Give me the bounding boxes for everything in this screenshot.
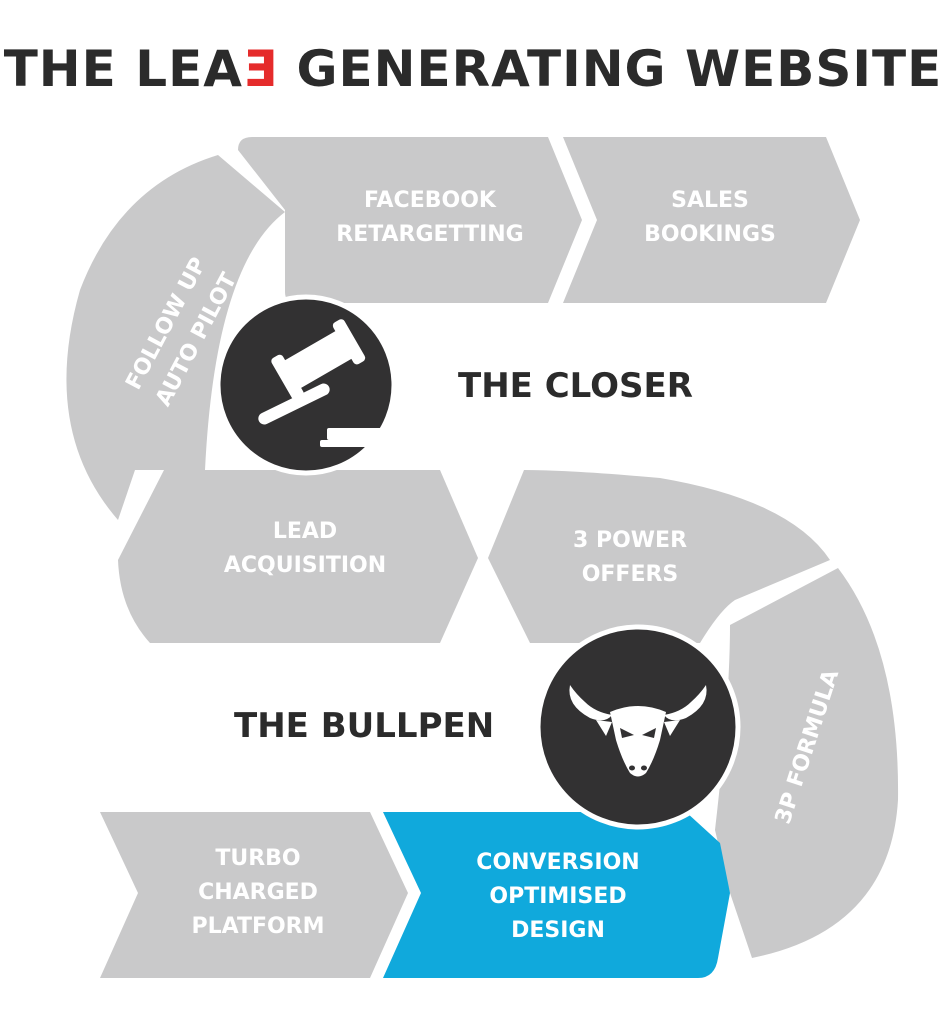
label-line: CONVERSION (476, 850, 640, 875)
label-line: BOOKINGS (644, 222, 776, 247)
label-line: 3 POWER (572, 528, 688, 553)
label-line: FACEBOOK (364, 188, 496, 213)
label-line: RETARGETTING (336, 222, 524, 247)
segment-3p-formula (715, 568, 899, 958)
label-line: PLATFORM (191, 914, 325, 939)
label-line: OFFERS (581, 562, 679, 587)
label-line: OPTIMISED (489, 884, 627, 909)
segment-turbo-charged-platform (100, 812, 408, 978)
title-prefix: THE LEA (3, 40, 243, 98)
label-lead-acquisition: LEAD ACQUISITION (205, 515, 405, 583)
label-line: ACQUISITION (223, 553, 387, 578)
label-line: LEAD (272, 519, 338, 544)
label-turbo-charged-platform: TURBO CHARGED PLATFORM (158, 842, 358, 944)
label-facebook-retargetting: FACEBOOK RETARGETTING (330, 184, 530, 252)
label-conversion-optimised-design: CONVERSION OPTIMISED DESIGN (448, 846, 668, 948)
segment-conversion-optimised-design (383, 812, 730, 978)
gavel-icon (258, 319, 390, 447)
label-line: SALES (671, 188, 749, 213)
title-accent-letter: Ǝ (242, 40, 279, 98)
label-3-power-offers: 3 POWER OFFERS (530, 524, 730, 592)
segment-facebook-retargetting (238, 137, 582, 303)
title-suffix: GENERATING WEBSITE (278, 40, 943, 98)
section-label-closer: THE CLOSER (458, 366, 693, 406)
bull-head-icon (569, 685, 707, 777)
label-sales-bookings: SALES BOOKINGS (610, 184, 810, 252)
segment-follow-up-auto-pilot (66, 155, 285, 520)
segment-lead-acquisition (118, 470, 478, 643)
section-label-bullpen: THE BULLPEN (234, 706, 495, 746)
label-line: TURBO (215, 846, 301, 871)
segment-3-power-offers (488, 470, 830, 643)
label-line: DESIGN (511, 918, 605, 943)
page-title: THE LEAƎ GENERATING WEBSITE (0, 40, 946, 98)
label-line: CHARGED (198, 880, 318, 905)
segment-sales-bookings (563, 137, 860, 303)
